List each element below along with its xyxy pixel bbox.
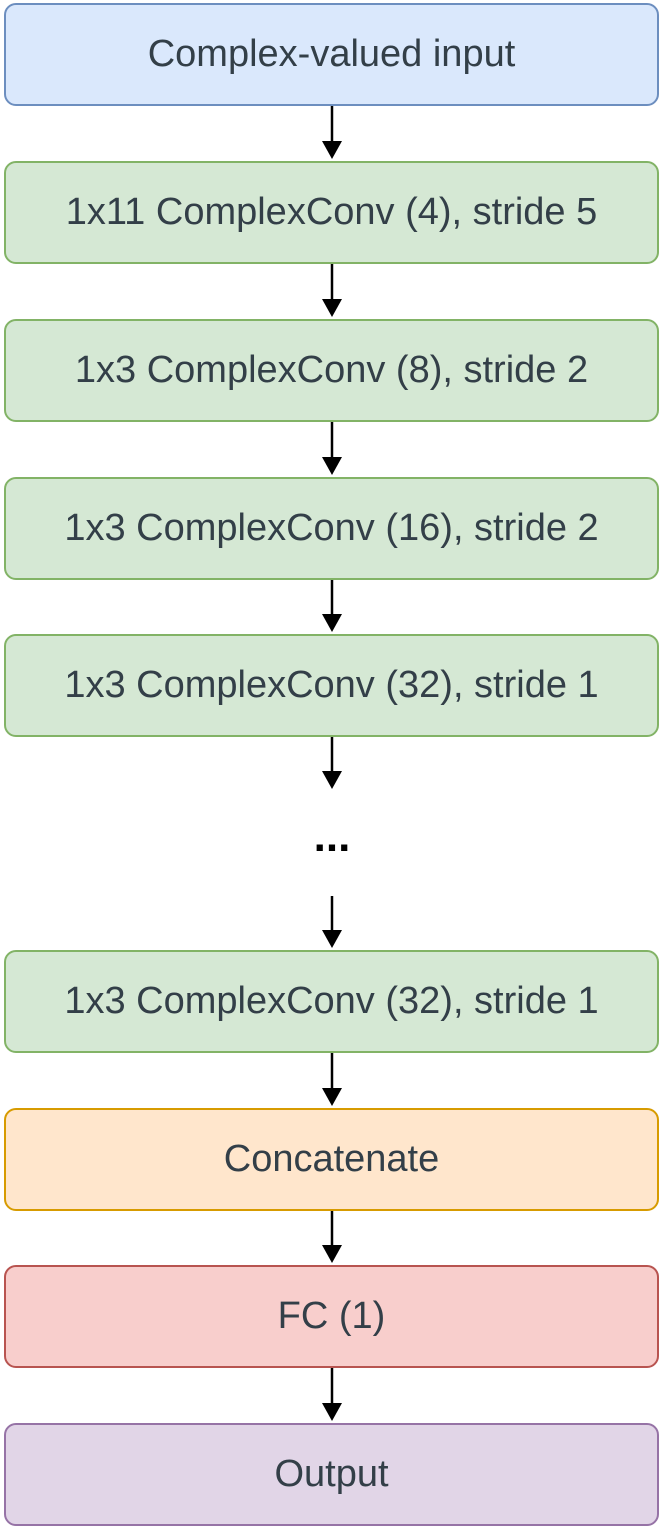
arrow-conv1-to-conv2: [322, 264, 342, 317]
arrow-fc-to-output: [322, 1368, 342, 1421]
arrow-conv3-to-conv4: [322, 580, 342, 632]
conv-node-4: 1x3 ComplexConv (32), stride 1: [4, 634, 659, 737]
ellipsis: ...: [313, 812, 351, 861]
input-node: Complex-valued input: [4, 3, 659, 106]
arrow-conv2-to-conv3: [322, 422, 342, 475]
conv-node-1: 1x11 ComplexConv (4), stride 5: [4, 161, 659, 264]
arrow-conv-last-to-concatenate: [322, 1053, 342, 1106]
conv-node-2: 1x3 ComplexConv (8), stride 2: [4, 319, 659, 422]
concatenate-node: Concatenate: [4, 1108, 659, 1211]
arrow-input-to-conv1: [322, 106, 342, 159]
conv-node-3: 1x3 ComplexConv (16), stride 2: [4, 477, 659, 580]
conv-node-last: 1x3 ComplexConv (32), stride 1: [4, 950, 659, 1053]
fc-node: FC (1): [4, 1265, 659, 1368]
arrow-ellipsis-to-conv-last: [322, 896, 342, 948]
arrow-conv4-to-ellipsis: [322, 737, 342, 789]
output-node: Output: [4, 1423, 659, 1526]
arrow-concatenate-to-fc: [322, 1211, 342, 1263]
